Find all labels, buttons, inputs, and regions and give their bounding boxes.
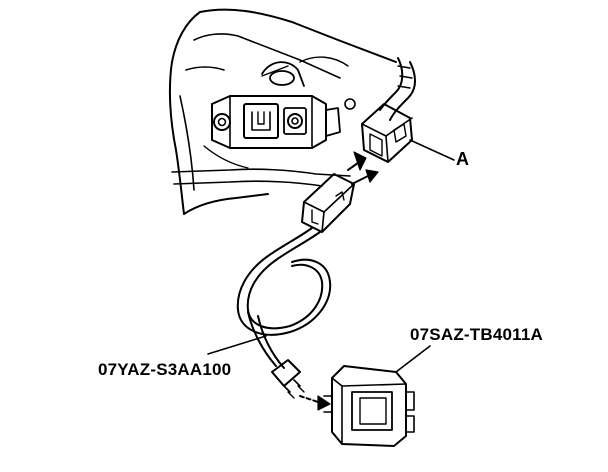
callout-label-connector-a: A bbox=[456, 149, 469, 169]
test-harness-cable bbox=[236, 227, 332, 369]
airbag-simulator bbox=[323, 365, 415, 447]
callout-label-test-harness: 07YAZ-S3AA100 bbox=[98, 360, 232, 379]
leader-line-harness bbox=[207, 335, 267, 355]
connector-a bbox=[361, 103, 413, 163]
leader-line-simulator bbox=[395, 345, 431, 373]
callout-label-simulator: 07SAZ-TB4011A bbox=[410, 325, 543, 344]
test-harness-plug bbox=[271, 359, 305, 399]
connection-arrow-upper bbox=[347, 151, 379, 185]
side-impact-sensor bbox=[211, 61, 356, 149]
body-panel bbox=[168, 8, 397, 215]
leader-line-a bbox=[409, 139, 455, 161]
connection-arrow-lower bbox=[299, 395, 331, 411]
test-harness-connector bbox=[301, 173, 355, 233]
